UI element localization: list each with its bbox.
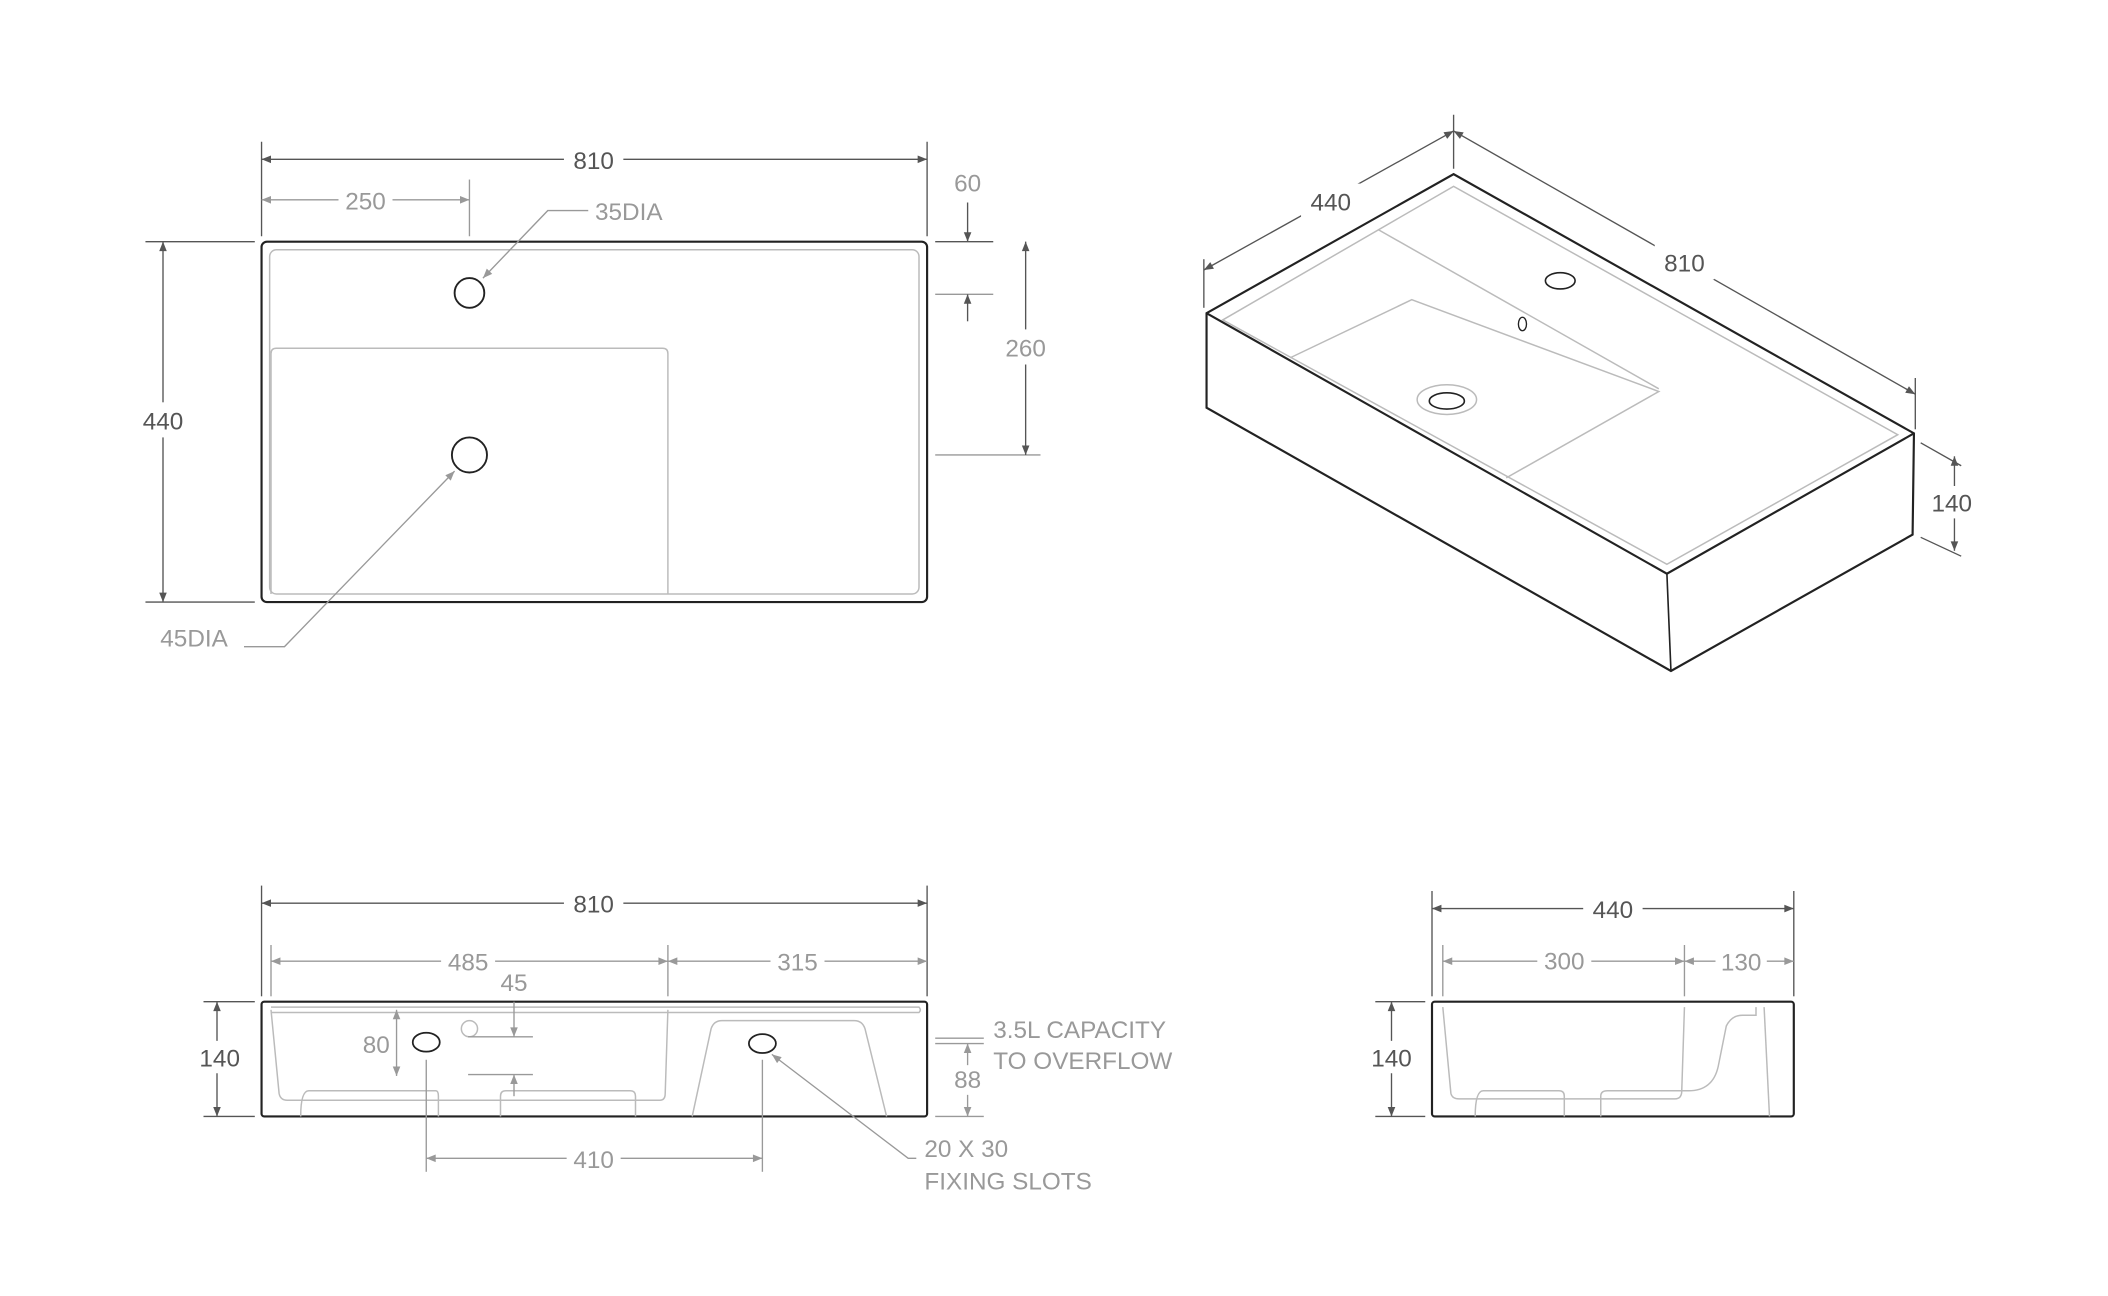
dim-label: 810 bbox=[573, 892, 614, 919]
dim-130: 130 bbox=[1684, 946, 1794, 977]
dim-label: 440 bbox=[143, 408, 184, 435]
front-view: 810 485 315 45 80 140 bbox=[192, 885, 1172, 1195]
dim-440-plan: 440 bbox=[136, 240, 255, 603]
callout-label: 35DIA bbox=[595, 199, 663, 226]
dim-315: 315 bbox=[667, 946, 928, 977]
dim-810-plan: 810 bbox=[260, 141, 928, 237]
dim-label: 440 bbox=[1593, 897, 1634, 924]
tap-hole bbox=[453, 277, 486, 309]
dim-label: 140 bbox=[1371, 1045, 1412, 1072]
waste-hole bbox=[450, 436, 488, 474]
dim-label: 88 bbox=[954, 1067, 981, 1094]
dim-label: 140 bbox=[1931, 491, 1972, 518]
isometric-view: 440 810 140 bbox=[1203, 114, 1981, 673]
dim-label: 410 bbox=[573, 1147, 614, 1174]
plan-view: 810 250 35DIA 45DIA 440 60 bbox=[136, 141, 1052, 653]
dim-label: 60 bbox=[954, 171, 981, 198]
dim-45: 45 bbox=[468, 970, 533, 1097]
iso-overflow bbox=[1517, 316, 1528, 332]
dim-410: 410 bbox=[425, 1059, 764, 1174]
rim-line bbox=[268, 249, 920, 595]
iso-waste bbox=[1428, 392, 1466, 410]
dim-60: 60 bbox=[935, 171, 994, 322]
callout-45dia: 45DIA bbox=[160, 470, 456, 653]
basin-outline bbox=[260, 240, 929, 604]
iso-tap-hole bbox=[1544, 271, 1576, 290]
dim-440-iso: 440 bbox=[1203, 114, 1455, 308]
dim-label: 250 bbox=[345, 188, 386, 215]
dim-140-front: 140 bbox=[192, 1001, 255, 1118]
dim-label: 300 bbox=[1544, 948, 1585, 975]
note-line: FIXING SLOTS bbox=[924, 1168, 1091, 1195]
dim-label: 130 bbox=[1721, 950, 1762, 977]
dim-810-front: 810 bbox=[260, 885, 928, 997]
dim-label: 260 bbox=[1005, 335, 1046, 362]
dim-810-iso: 810 bbox=[1453, 130, 1916, 430]
note-line: 20 X 30 bbox=[924, 1136, 1008, 1163]
fixing-slots-callout: 20 X 30 FIXING SLOTS bbox=[771, 1053, 1092, 1195]
note-line: 3.5L CAPACITY bbox=[993, 1017, 1166, 1044]
fixing-slot bbox=[411, 1031, 441, 1053]
iso-waste-rim bbox=[1416, 384, 1478, 416]
dim-label: 140 bbox=[199, 1045, 240, 1072]
dim-140-side: 140 bbox=[1364, 1001, 1426, 1118]
side-view: 440 300 130 140 bbox=[1364, 891, 1795, 1118]
dim-260: 260 bbox=[935, 241, 1052, 456]
dim-label: 315 bbox=[777, 950, 818, 977]
dim-88: 88 bbox=[935, 1037, 987, 1118]
callout-label: 45DIA bbox=[160, 626, 228, 653]
dim-label: 45 bbox=[500, 970, 527, 997]
dim-80: 80 bbox=[360, 1009, 401, 1076]
dim-label: 810 bbox=[573, 148, 614, 175]
dim-485: 485 bbox=[270, 945, 669, 997]
dim-250: 250 bbox=[261, 179, 471, 237]
callout-35dia: 35DIA bbox=[482, 199, 663, 279]
dim-440-side: 440 bbox=[1431, 891, 1795, 997]
fixing-slot bbox=[748, 1033, 777, 1054]
dim-label: 80 bbox=[363, 1032, 390, 1059]
front-outline bbox=[260, 1000, 929, 1118]
dim-label: 440 bbox=[1310, 190, 1351, 217]
bowl-outline bbox=[270, 347, 669, 594]
iso-outline bbox=[1205, 172, 1916, 673]
dim-label: 810 bbox=[1664, 250, 1705, 277]
capacity-note: 3.5L CAPACITY TO OVERFLOW bbox=[993, 1017, 1172, 1075]
dim-label: 485 bbox=[448, 950, 489, 977]
dim-140-iso: 140 bbox=[1920, 442, 1981, 557]
note-line: TO OVERFLOW bbox=[993, 1048, 1172, 1075]
dim-300: 300 bbox=[1442, 945, 1686, 997]
